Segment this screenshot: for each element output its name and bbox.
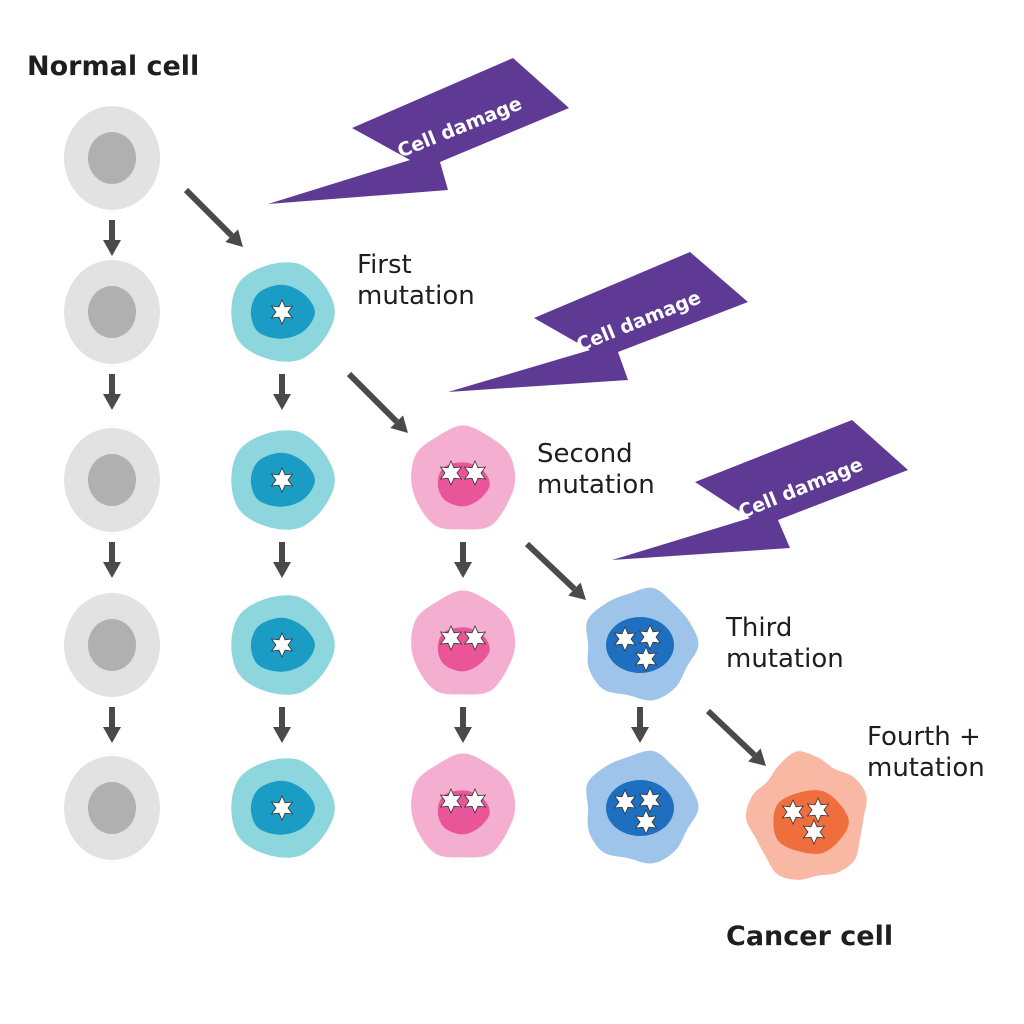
mutation-star-icon (613, 789, 637, 815)
down-arrow-icon (631, 707, 649, 743)
arrow-head (454, 562, 472, 578)
down-arrow-icon (103, 220, 121, 256)
mutation-star-icon (270, 795, 294, 821)
arrow-head (103, 562, 121, 578)
diagonal-arrow-icon (524, 541, 586, 600)
cell-second (411, 753, 516, 858)
cell-damage-bolt-icon: Cell damage (448, 252, 748, 392)
cell-damage-bolt-icon: Cell damage (268, 58, 569, 204)
arrow-head (103, 394, 121, 410)
label-line: Fourth + (867, 722, 981, 752)
label-line: mutation (537, 470, 655, 500)
arrow-head (454, 727, 472, 743)
cell-normal (64, 106, 160, 210)
cell-third (586, 587, 699, 701)
arrow-head (273, 727, 291, 743)
diagonal-arrow-icon (183, 187, 243, 247)
mutation-star-icon (613, 626, 637, 652)
cell-normal (64, 756, 160, 860)
label-line: First (357, 250, 412, 280)
arrow-shaft (183, 187, 234, 238)
down-arrow-icon (273, 707, 291, 743)
cell-first (231, 430, 335, 530)
mutation-star-icon (802, 819, 826, 845)
mutation-star-icon (463, 460, 487, 486)
cell-nucleus (88, 286, 136, 338)
cell-nucleus (88, 782, 136, 834)
cell-normal (64, 260, 160, 364)
mutation-star-icon (638, 624, 662, 650)
cell-second (411, 590, 516, 695)
down-arrow-icon (103, 542, 121, 578)
cell-second (411, 425, 516, 530)
mutation-star-icon (634, 809, 658, 835)
mutation-star-icon (638, 787, 662, 813)
label-line: Second (537, 439, 633, 469)
arrow-head (748, 748, 766, 766)
arrow-shaft (705, 708, 757, 758)
mutation-star-icon (806, 797, 830, 823)
mutation-star-icon (439, 788, 463, 814)
arrow-head (103, 240, 121, 256)
mutation-star-icon (270, 467, 294, 493)
lightning-bolt-shape (268, 58, 569, 204)
down-arrow-icon (454, 707, 472, 743)
arrow-head (273, 562, 291, 578)
arrow-head (390, 415, 408, 433)
arrow-head (568, 582, 586, 600)
label-line: mutation (357, 281, 475, 311)
arrow-shaft (524, 541, 577, 592)
mutation-star-icon (270, 299, 294, 325)
cell-first (231, 262, 335, 362)
lightning-bolt-shape (448, 252, 748, 392)
cell-nucleus (88, 454, 136, 506)
label-fourth-mutation: Fourth +mutation (867, 722, 985, 783)
label-line: Third (725, 613, 792, 643)
footer-cancer-cell: Cancer cell (726, 921, 893, 952)
cell-normal (64, 593, 160, 697)
cell-damage-bolt-icon: Cell damage (612, 420, 908, 560)
label-line: mutation (867, 753, 985, 783)
lightning-bolt-shape (612, 420, 908, 560)
cell-cancer (745, 751, 867, 880)
down-arrow-icon (103, 707, 121, 743)
diagonal-arrow-icon (346, 371, 408, 433)
arrow-shaft (346, 371, 399, 424)
cell-nucleus (88, 132, 136, 184)
down-arrow-icon (454, 542, 472, 578)
mutation-star-icon (439, 625, 463, 651)
down-arrow-icon (103, 374, 121, 410)
cell-first (231, 595, 335, 695)
label-line: mutation (726, 644, 844, 674)
arrow-head (103, 727, 121, 743)
arrow-head (225, 229, 243, 247)
down-arrow-icon (273, 542, 291, 578)
arrows (103, 187, 766, 766)
cell-first (231, 758, 335, 858)
arrow-head (273, 394, 291, 410)
arrow-head (631, 727, 649, 743)
cell-normal (64, 428, 160, 532)
cells (64, 106, 867, 880)
mutation-star-icon (439, 460, 463, 486)
mutation-star-icon (634, 646, 658, 672)
mutation-star-icon (781, 799, 805, 825)
down-arrow-icon (273, 374, 291, 410)
cell-third (586, 750, 699, 864)
cell-nucleus (88, 619, 136, 671)
title-normal-cell: Normal cell (27, 51, 199, 82)
mutation-star-icon (463, 788, 487, 814)
mutation-star-icon (463, 625, 487, 651)
mutation-star-icon (270, 632, 294, 658)
diagonal-arrow-icon (705, 708, 766, 766)
